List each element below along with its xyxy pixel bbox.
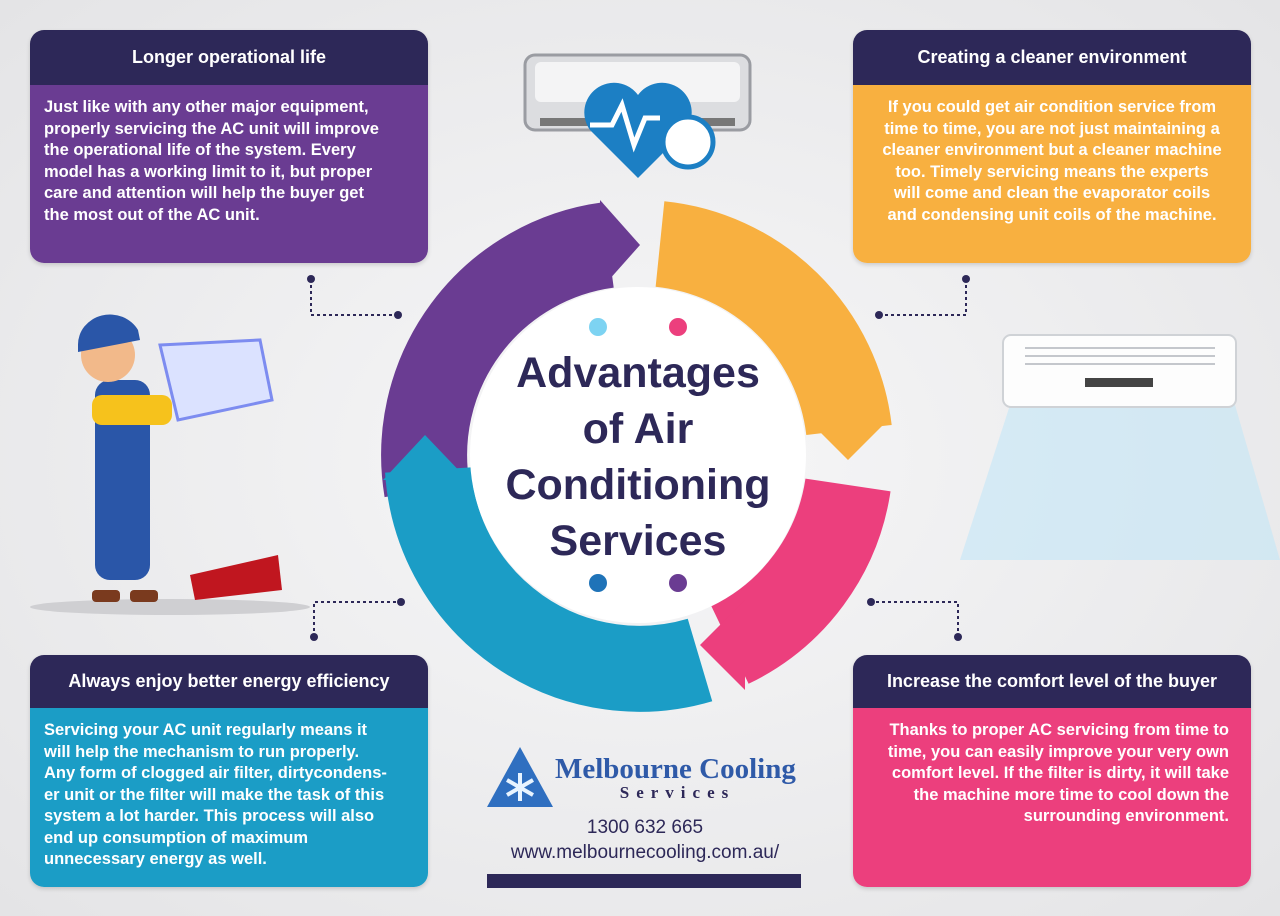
card-heading: Increase the comfort level of the buyer xyxy=(853,655,1251,708)
brand-subtitle: Services xyxy=(619,783,736,802)
text-line: Any form of clogged air filter, dirtycon… xyxy=(44,764,387,782)
arrow-pink xyxy=(700,600,745,690)
card-heading: Creating a cleaner environment xyxy=(853,30,1251,85)
dot xyxy=(669,318,687,336)
text-line: of Air xyxy=(582,405,694,453)
text-line: Just like with any other major equipment… xyxy=(44,98,369,116)
card-body: If you could get air condition service f… xyxy=(853,85,1251,263)
ring-segment-teal xyxy=(385,466,713,712)
snowflake-triangle-icon xyxy=(487,747,553,807)
text-line: and condensing unit coils of the machine… xyxy=(887,205,1217,224)
text-line: system a lot harder. This process will a… xyxy=(44,807,375,825)
dot xyxy=(589,318,607,336)
card-body: Thanks to proper AC servicing from time … xyxy=(853,708,1251,887)
text-line: Servicing your AC unit regularly means i… xyxy=(44,721,368,739)
ac-heart-icon xyxy=(523,53,752,178)
text-line: Services xyxy=(549,517,727,565)
brand-name: Melbourne Cooling xyxy=(555,753,796,785)
card-heading: Always enjoy better energy efficiency xyxy=(30,655,428,708)
text-line: the operational life of the system. Ever… xyxy=(44,141,356,159)
text-line: time, you can easily improve your very o… xyxy=(887,742,1229,761)
technician-illustration xyxy=(30,314,310,615)
arrow-teal xyxy=(383,435,468,480)
text-line: Advantages xyxy=(516,349,760,397)
dot xyxy=(589,574,607,592)
arrow-purple xyxy=(600,200,640,290)
text-line: the machine more time to cool down the xyxy=(913,785,1229,804)
card-longer-operational-life: Longer operational life Just like with a… xyxy=(30,30,428,263)
text-line: If you could get air condition service f… xyxy=(887,98,1217,116)
text-line: the most out of the AC unit. xyxy=(44,205,260,224)
card-energy-efficiency: Always enjoy better energy efficiency Se… xyxy=(30,655,428,887)
text-line: time to time, you are not just maintaini… xyxy=(884,119,1220,138)
text-line: cleaner environment but a cleaner machin… xyxy=(882,141,1222,159)
footer-bar xyxy=(487,874,801,888)
text-line: surrounding environment. xyxy=(1023,807,1229,825)
text-line: comfort level. If the filter is dirty, i… xyxy=(891,764,1229,782)
text-line: care and attention will help the buyer g… xyxy=(44,184,364,202)
text-line: model has a working limit to it, but pro… xyxy=(44,162,373,181)
text-line: properly servicing the AC unit will impr… xyxy=(44,119,379,138)
text-line: Conditioning xyxy=(505,461,771,509)
text-line: end up consumption of maximum xyxy=(44,828,309,847)
text-line: too. Timely servicing means the experts xyxy=(895,162,1209,181)
connector-lines xyxy=(310,279,967,637)
ac-unit-airflow-icon xyxy=(960,334,1280,560)
website-link[interactable]: www.melbournecooling.com.au/ xyxy=(510,842,780,863)
card-heading: Longer operational life xyxy=(30,30,428,85)
center-circle xyxy=(470,287,806,623)
arrow-orange xyxy=(808,420,888,460)
text-line: Thanks to proper AC servicing from time … xyxy=(889,721,1229,739)
dot xyxy=(669,574,687,592)
card-body: Servicing your AC unit regularly means i… xyxy=(30,708,428,887)
card-body: Just like with any other major equipment… xyxy=(30,85,428,263)
ring-segment-orange xyxy=(654,201,892,436)
phone-number[interactable]: 1300 632 665 xyxy=(586,817,704,838)
card-comfort-level: Increase the comfort level of the buyer … xyxy=(853,655,1251,887)
text-line: will come and clean the evaporator coils xyxy=(893,184,1211,202)
ring-segment-pink xyxy=(710,477,891,684)
card-cleaner-environment: Creating a cleaner environment If you co… xyxy=(853,30,1251,263)
text-line: will help the mechanism to run properly. xyxy=(44,742,360,761)
text-line: unnecessary energy as well. xyxy=(44,850,267,868)
text-line: er unit or the filter will make the task… xyxy=(44,785,385,804)
